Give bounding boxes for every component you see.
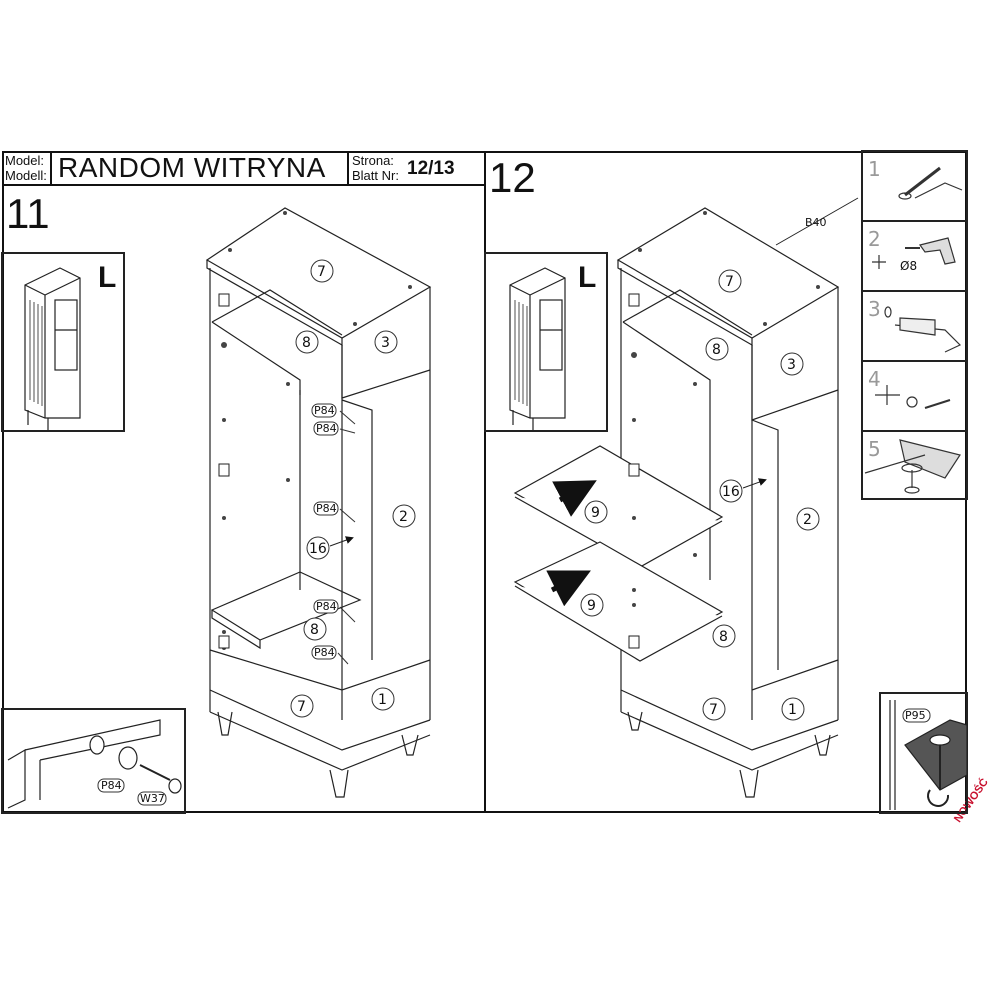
- p84-detail-label: P84: [101, 779, 122, 792]
- drill-size-label: Ø8: [900, 259, 917, 273]
- sidebar-step-1: 1: [868, 157, 881, 181]
- sidebar-icons: [864, 166, 963, 494]
- callout-8: 8: [712, 342, 721, 358]
- step-12-cabinet: [616, 207, 840, 798]
- step-12-glass-shelves: [513, 445, 724, 662]
- callout-8-lower: 8: [310, 622, 319, 638]
- step-11-detail-labels: P84 W37: [97, 778, 167, 806]
- model-label: Model:: [5, 153, 45, 168]
- p84-label: P84: [316, 502, 337, 515]
- step-11-hinges: [218, 293, 230, 649]
- step-11-detail: [1, 708, 186, 814]
- callout-3: 3: [381, 335, 390, 351]
- step-11-callouts: 7 8 3 2 16 8 7 1: [290, 259, 416, 718]
- callout-16: 16: [309, 541, 327, 557]
- step-12-variant: L: [578, 261, 596, 294]
- header-cell-divider: [347, 151, 349, 185]
- callout-3: 3: [787, 357, 796, 373]
- callout-7-lower: 7: [297, 699, 306, 715]
- callout-9: 9: [591, 505, 600, 521]
- callout-7: 7: [317, 264, 326, 280]
- p84-label: P84: [314, 404, 335, 417]
- step-12-hardware-dots: [631, 211, 820, 607]
- callout-8: 8: [302, 335, 311, 351]
- callout-2: 2: [803, 512, 812, 528]
- page-label: Strona:: [352, 153, 394, 168]
- modell-label: Modell:: [5, 168, 47, 183]
- sidebar-step-2: 2: [868, 227, 881, 251]
- callout-7-lower: 7: [709, 702, 718, 718]
- header-divider: [2, 184, 484, 186]
- page-number: 12/13: [407, 158, 455, 179]
- callout-7: 7: [725, 274, 734, 290]
- p84-label: P84: [314, 646, 335, 659]
- callout-2: 2: [399, 509, 408, 525]
- step-12-number: 12: [489, 154, 536, 201]
- step-11-variant: L: [98, 261, 116, 294]
- panel-divider: [484, 151, 486, 813]
- step-12-callouts: 7 8 3 16 9 2 9 8 7 1: [580, 269, 820, 721]
- step-11-number: 11: [6, 190, 50, 237]
- callout-1: 1: [788, 702, 797, 718]
- tool-sidebar: [861, 150, 968, 500]
- step-12-hinges: [628, 293, 640, 649]
- w37-detail-label: W37: [140, 792, 165, 805]
- p84-label: P84: [316, 422, 337, 435]
- p95-label: P95: [905, 709, 926, 722]
- sidebar-step-4: 4: [868, 367, 881, 391]
- step-11-p84-labels: P84 P84 P84 P84 P84: [311, 403, 356, 665]
- blatt-label: Blatt Nr:: [352, 168, 399, 183]
- callout-16: 16: [722, 484, 740, 500]
- step-12-thumbnail: [484, 252, 608, 432]
- model-name: RANDOM WITRYNA: [58, 152, 326, 183]
- sidebar-step-3: 3: [868, 297, 881, 321]
- sidebar-step-5: 5: [868, 437, 881, 461]
- p95-detail: [879, 692, 968, 814]
- p84-label: P84: [316, 600, 337, 613]
- callout-9-lower: 9: [587, 598, 596, 614]
- step-11-thumbnail: [1, 252, 125, 432]
- header-cell-divider: [50, 151, 52, 185]
- callout-8-lower: 8: [719, 629, 728, 645]
- callout-1: 1: [378, 692, 387, 708]
